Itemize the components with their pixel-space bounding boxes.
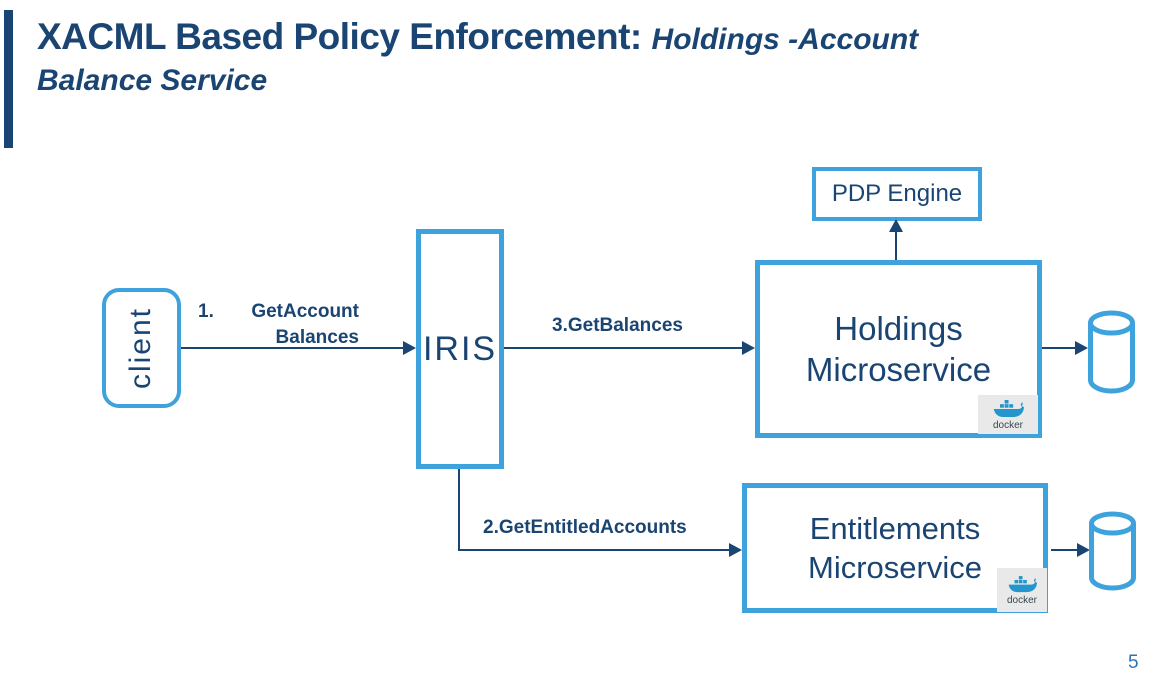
docker-badge-entitlements: docker xyxy=(997,568,1047,612)
slide-title: XACML Based Policy Enforcement: Holdings… xyxy=(37,16,1127,98)
page-number: 5 xyxy=(1128,652,1139,673)
arrow-step1-line xyxy=(181,347,405,349)
client-label: client xyxy=(124,306,158,390)
arrow-step2-hline xyxy=(458,549,730,551)
holdings-database-icon xyxy=(1087,310,1136,394)
title-subtitle: Holdings -Account xyxy=(651,23,919,56)
docker-wordmark: docker xyxy=(1006,594,1037,606)
docker-whale-icon xyxy=(1008,575,1037,592)
docker-whale-icon xyxy=(993,399,1024,417)
title-accent-bar xyxy=(4,10,13,148)
pdp-engine-label: PDP Engine xyxy=(831,180,963,207)
arrow-entitlements-db-line xyxy=(1051,549,1078,551)
arrow-holdings-db-head-icon xyxy=(1075,341,1088,355)
node-iris: IRIS xyxy=(416,229,504,469)
arrow-holdings-db-line xyxy=(1042,347,1076,349)
docker-wordmark: docker xyxy=(992,419,1023,431)
node-client: client xyxy=(102,288,181,408)
title-line2: Balance Service xyxy=(37,64,268,97)
docker-badge-holdings: docker xyxy=(978,395,1038,434)
arrow-step2-head-icon xyxy=(729,543,742,557)
title-line1: XACML Based Policy Enforcement: Holdings… xyxy=(37,16,1127,61)
title-main: XACML Based Policy Enforcement: xyxy=(37,16,642,57)
iris-label: IRIS xyxy=(422,329,498,368)
arrow-pdp-head-icon xyxy=(889,219,903,232)
edge-label-step1: 1. GetAccount Balances xyxy=(198,301,359,349)
entitlements-label-line1: Entitlements xyxy=(809,511,981,546)
arrow-entitlements-db-head-icon xyxy=(1077,543,1090,557)
step1-text-line2: Balances xyxy=(275,327,359,348)
holdings-label-line2: Microservice xyxy=(805,351,992,388)
edge-label-step2: 2.GetEntitledAccounts xyxy=(483,517,687,538)
step1-text-line1: GetAccount xyxy=(251,301,359,322)
node-pdp-engine: PDP Engine xyxy=(812,167,982,221)
arrow-pdp-line xyxy=(895,231,897,261)
step1-number: 1. xyxy=(198,301,214,322)
arrow-step2-vline xyxy=(458,469,460,551)
arrow-step3-head-icon xyxy=(742,341,755,355)
edge-label-step3: 3.GetBalances xyxy=(552,315,683,336)
arrow-step3-line xyxy=(504,347,744,349)
arrow-step1-head-icon xyxy=(403,341,416,355)
entitlements-label-line2: Microservice xyxy=(808,550,982,585)
node-entitlements-microservice: Entitlements Microservice xyxy=(742,483,1048,613)
entitlements-database-icon xyxy=(1088,511,1137,595)
holdings-label-line1: Holdings xyxy=(834,310,963,347)
